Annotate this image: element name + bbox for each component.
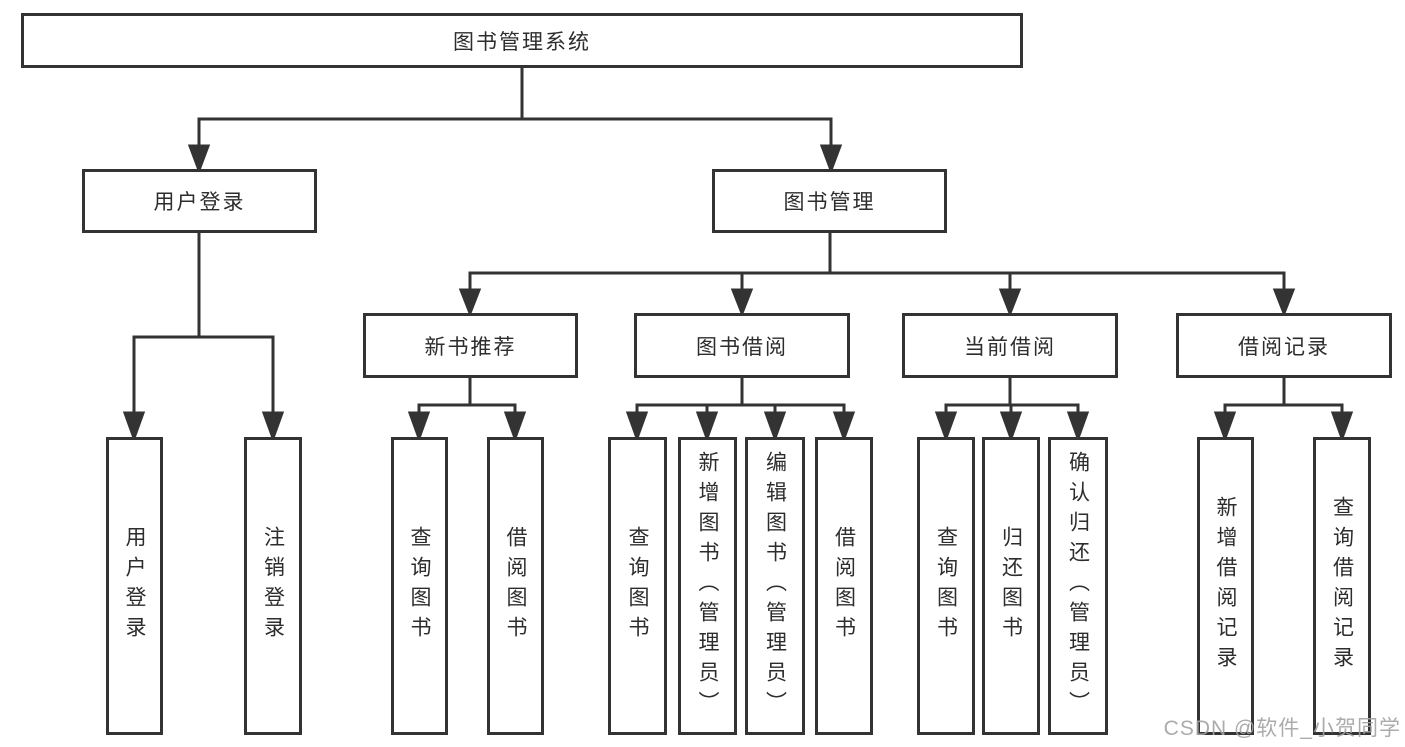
node-book-management: 图书管理 <box>712 169 947 233</box>
arrow-down-icon <box>1330 411 1354 443</box>
arrow-down-icon <box>934 411 958 443</box>
leaf-logout: 注销登录 <box>244 437 302 735</box>
arrow-down-icon <box>999 411 1023 443</box>
leaf-return-book: 归还图书 <box>982 437 1040 735</box>
node-user-login: 用户登录 <box>82 169 317 233</box>
arrow-down-icon <box>998 288 1022 318</box>
arrow-down-icon <box>1213 411 1237 443</box>
leaf-add-borrow-record: 新增借阅记录 <box>1197 437 1254 735</box>
node-current-borrow: 当前借阅 <box>902 313 1118 378</box>
arrow-down-icon <box>187 144 211 175</box>
node-borrow-records: 借阅记录 <box>1176 313 1392 378</box>
arrow-down-icon <box>261 411 285 443</box>
leaf-borrow-books: 借阅图书 <box>815 437 873 735</box>
leaf-query-books-current: 查询图书 <box>917 437 975 735</box>
leaf-query-books-borrow: 查询图书 <box>608 437 667 735</box>
leaf-user-login: 用户登录 <box>106 437 163 735</box>
arrow-down-icon <box>458 288 482 318</box>
node-book-borrow: 图书借阅 <box>634 313 850 378</box>
node-new-book-recommend: 新书推荐 <box>363 313 578 378</box>
arrow-down-icon <box>625 411 649 443</box>
leaf-confirm-return-admin: 确认归还（管理员） <box>1048 437 1108 735</box>
leaf-query-books-recommend: 查询图书 <box>391 437 448 735</box>
arrow-down-icon <box>695 411 719 443</box>
arrow-down-icon <box>407 411 431 443</box>
connectors-group <box>122 66 1354 443</box>
arrow-down-icon <box>503 411 527 443</box>
arrow-down-icon <box>1066 411 1090 443</box>
leaf-query-borrow-record: 查询借阅记录 <box>1313 437 1371 735</box>
watermark: CSDN @软件_小贺同学 <box>1163 717 1401 740</box>
node-root: 图书管理系统 <box>21 13 1023 68</box>
leaf-borrow-books-recommend: 借阅图书 <box>487 437 544 735</box>
arrow-down-icon <box>1272 288 1296 318</box>
leaf-add-book-admin: 新增图书（管理员） <box>678 437 737 735</box>
arrow-down-icon <box>730 288 754 318</box>
arrow-down-icon <box>832 411 856 443</box>
arrow-down-icon <box>763 411 787 443</box>
leaf-edit-book-admin: 编辑图书（管理员） <box>745 437 805 735</box>
arrow-down-icon <box>819 144 843 175</box>
arrow-down-icon <box>122 411 146 443</box>
